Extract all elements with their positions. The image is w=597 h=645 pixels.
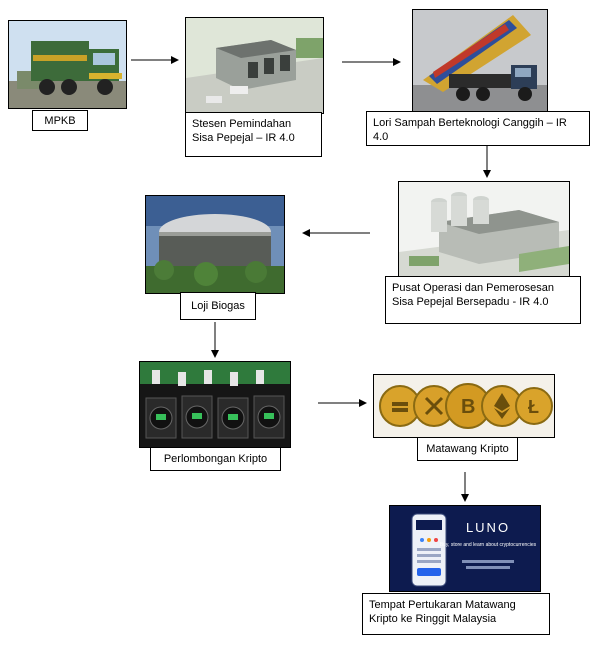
- mpkb-image: [8, 20, 127, 109]
- crypto-currency-label: Matawang Kripto: [417, 437, 518, 461]
- exchange-label: Tempat Pertukaran Matawang Kripto ke Rin…: [362, 593, 550, 635]
- mining-rigs-icon: [140, 362, 290, 447]
- svg-text:Ł: Ł: [528, 397, 539, 417]
- crypto-currency-image: B Ł: [373, 374, 555, 438]
- luno-tagline-text: Buy, store and learn about cryptocurrenc…: [440, 542, 537, 548]
- garbage-truck-icon: [9, 21, 126, 108]
- biogas-label: Loji Biogas: [180, 292, 256, 320]
- operations-center-image: [398, 181, 570, 278]
- exchange-image: LUNO Buy, store and learn about cryptocu…: [389, 505, 541, 592]
- biogas-image: [145, 195, 285, 294]
- crypto-mining-image: [139, 361, 291, 448]
- luno-brand-text: LUNO: [466, 520, 510, 535]
- crypto-coins-icon: B Ł: [374, 375, 554, 437]
- operations-center-label: Pusat Operasi dan Pemerosesan Sisa Pepej…: [385, 276, 581, 324]
- processing-plant-icon: [399, 182, 569, 277]
- dump-truck-tipping-icon: [413, 10, 547, 111]
- mpkb-label: MPKB: [32, 110, 88, 131]
- smart-truck-image: [412, 9, 548, 112]
- transfer-station-label: Stesen Pemindahan Sisa Pepejal – IR 4.0: [185, 112, 322, 157]
- crypto-mining-label: Perlombongan Kripto: [150, 447, 281, 471]
- transfer-station-image: [185, 17, 324, 114]
- biogas-dome-icon: [146, 196, 284, 293]
- luno-ad-icon: LUNO Buy, store and learn about cryptocu…: [390, 506, 540, 591]
- svg-text:B: B: [461, 396, 475, 418]
- smart-truck-label: Lori Sampah Berteknologi Canggih – IR 4.…: [366, 111, 590, 146]
- transfer-station-building-icon: [186, 18, 323, 113]
